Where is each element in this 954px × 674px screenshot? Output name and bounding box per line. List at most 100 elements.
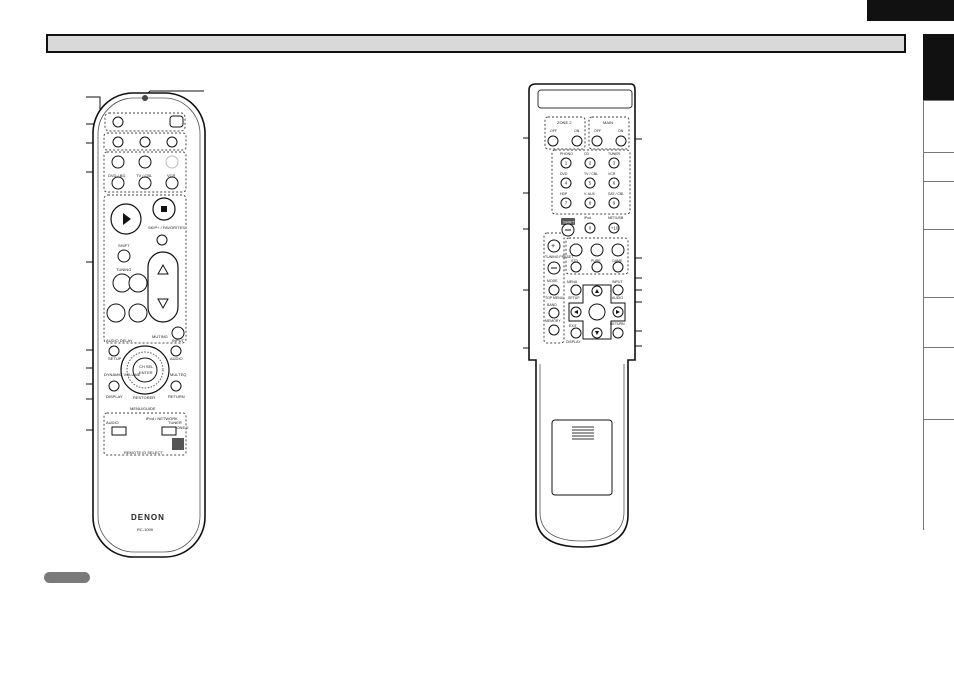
number-7-button[interactable] — [560, 197, 572, 209]
number-6-button[interactable] — [608, 177, 620, 189]
source-button-3[interactable] — [165, 155, 179, 169]
return-label-right: RETURN — [610, 322, 625, 326]
preset-up-button[interactable] — [547, 239, 561, 253]
multeq-button[interactable] — [170, 380, 182, 392]
side-nav-item-8[interactable] — [923, 419, 954, 530]
main-off-button[interactable] — [591, 135, 603, 147]
side-nav-item-7[interactable] — [923, 347, 954, 419]
vcr-button[interactable] — [165, 176, 179, 190]
number-8-button[interactable] — [584, 197, 596, 209]
number-2-button[interactable] — [584, 157, 596, 169]
remote-id-select-label: REMOTE ID SELECT — [124, 450, 163, 455]
std-button[interactable] — [570, 261, 582, 273]
mode-button[interactable] — [548, 284, 560, 296]
number-4-button[interactable] — [560, 177, 572, 189]
zone2-on-label: ON — [574, 129, 580, 133]
source-label-ipod: iPod — [584, 216, 591, 220]
input-label-right: INPUT — [612, 280, 623, 284]
surround-button-2[interactable] — [590, 243, 604, 257]
number-7-label: 7 — [565, 201, 568, 206]
ch-sel-label: CH SEL — [139, 364, 154, 369]
side-nav-item-4[interactable] — [923, 181, 954, 229]
number-3-button[interactable] — [166, 136, 178, 148]
surround-button-3[interactable] — [611, 243, 625, 257]
audio-mode-switch[interactable] — [111, 426, 127, 436]
main-power-group — [588, 116, 630, 150]
number-0-button[interactable] — [584, 222, 596, 234]
shift-button[interactable] — [117, 249, 131, 263]
side-nav-item-5[interactable] — [923, 229, 954, 297]
number-9-label: 9 — [613, 201, 616, 206]
skip-button[interactable] — [128, 303, 148, 323]
dvd-bd-label: DVD / BD — [108, 173, 125, 178]
audio-delay-button[interactable] — [108, 345, 120, 357]
number-plus10-button[interactable] — [608, 222, 620, 234]
main-on-button[interactable] — [615, 135, 627, 147]
input-label: INPUT — [172, 338, 185, 343]
source-button-1[interactable] — [111, 155, 125, 169]
number-9-button[interactable] — [608, 197, 620, 209]
dvd-bd-button[interactable] — [111, 176, 125, 190]
number-2-button[interactable] — [139, 136, 151, 148]
side-navigation — [923, 34, 954, 530]
ir-sensor-icon — [142, 95, 148, 101]
surround-button-1[interactable] — [569, 243, 583, 257]
setup-label: SETUP — [108, 356, 122, 361]
number-3-button[interactable] — [608, 157, 620, 169]
number-5-button[interactable] — [584, 177, 596, 189]
note-badge — [44, 572, 90, 583]
dynamic-volume-button[interactable] — [108, 380, 120, 392]
up-arrow-icon — [595, 289, 599, 293]
source-label-cd: CD — [584, 152, 590, 156]
zone2-on-button[interactable] — [571, 135, 583, 147]
return-button-right[interactable] — [612, 327, 624, 339]
tuning-preset-label: TUNING PRESET — [545, 255, 574, 259]
stop-icon — [161, 206, 167, 212]
enter-button[interactable] — [132, 357, 158, 383]
rewind-button[interactable] — [128, 273, 148, 293]
band-button[interactable] — [548, 307, 560, 319]
muting-button[interactable] — [171, 326, 185, 340]
zone-switch[interactable] — [161, 426, 177, 436]
skip-favorites-label: SKIP+ / FAVORITES — [148, 225, 185, 230]
input-button-right[interactable] — [612, 284, 624, 296]
battery-cover — [551, 419, 613, 496]
game-button[interactable] — [612, 261, 624, 273]
side-nav-item-6[interactable] — [923, 297, 954, 347]
tuning-group — [543, 232, 565, 344]
tuning-down-button[interactable] — [106, 303, 126, 323]
ipod-network-label: iPod / NETWORK — [146, 416, 178, 421]
slide-cover — [539, 364, 625, 542]
input-button[interactable] — [170, 345, 182, 357]
language-tab[interactable] — [867, 0, 954, 21]
number-6-label: 6 — [613, 181, 616, 186]
source-label-sat-cbl: SAT / CBL — [608, 192, 624, 196]
tv-cbl-button[interactable] — [138, 176, 152, 190]
menu-button[interactable] — [570, 284, 582, 296]
number-1-button[interactable] — [112, 136, 124, 148]
dynamic-volume-label: DYNAMIC VOLUME — [104, 372, 141, 377]
skip-favorites-button[interactable] — [156, 234, 168, 246]
exit-label: EXIT — [569, 324, 578, 328]
display-label-right: DISPLAY — [566, 340, 581, 344]
memory-button[interactable] — [548, 324, 560, 336]
power-button[interactable] — [112, 116, 124, 128]
volume-rocker[interactable] — [147, 251, 179, 323]
side-nav-item-2[interactable] — [923, 100, 954, 152]
model-label: RC-1099 — [137, 527, 154, 532]
remote-id-button[interactable] — [169, 115, 184, 128]
zone2-off-button[interactable] — [547, 135, 559, 147]
side-nav-item-3[interactable] — [923, 152, 954, 181]
play-icon — [123, 213, 131, 225]
pure-button[interactable] — [591, 261, 603, 273]
source-button-2[interactable] — [138, 155, 152, 169]
exit-button[interactable] — [570, 327, 582, 339]
volume-up-icon — [157, 263, 169, 275]
main-label: MAIN — [603, 120, 613, 125]
cursor-enter-button[interactable] — [588, 303, 606, 321]
side-nav-item-1[interactable] — [923, 34, 954, 100]
number-1-button[interactable] — [560, 157, 572, 169]
source-grid-group — [551, 149, 631, 215]
zone2-off-label: OFF — [550, 129, 557, 133]
